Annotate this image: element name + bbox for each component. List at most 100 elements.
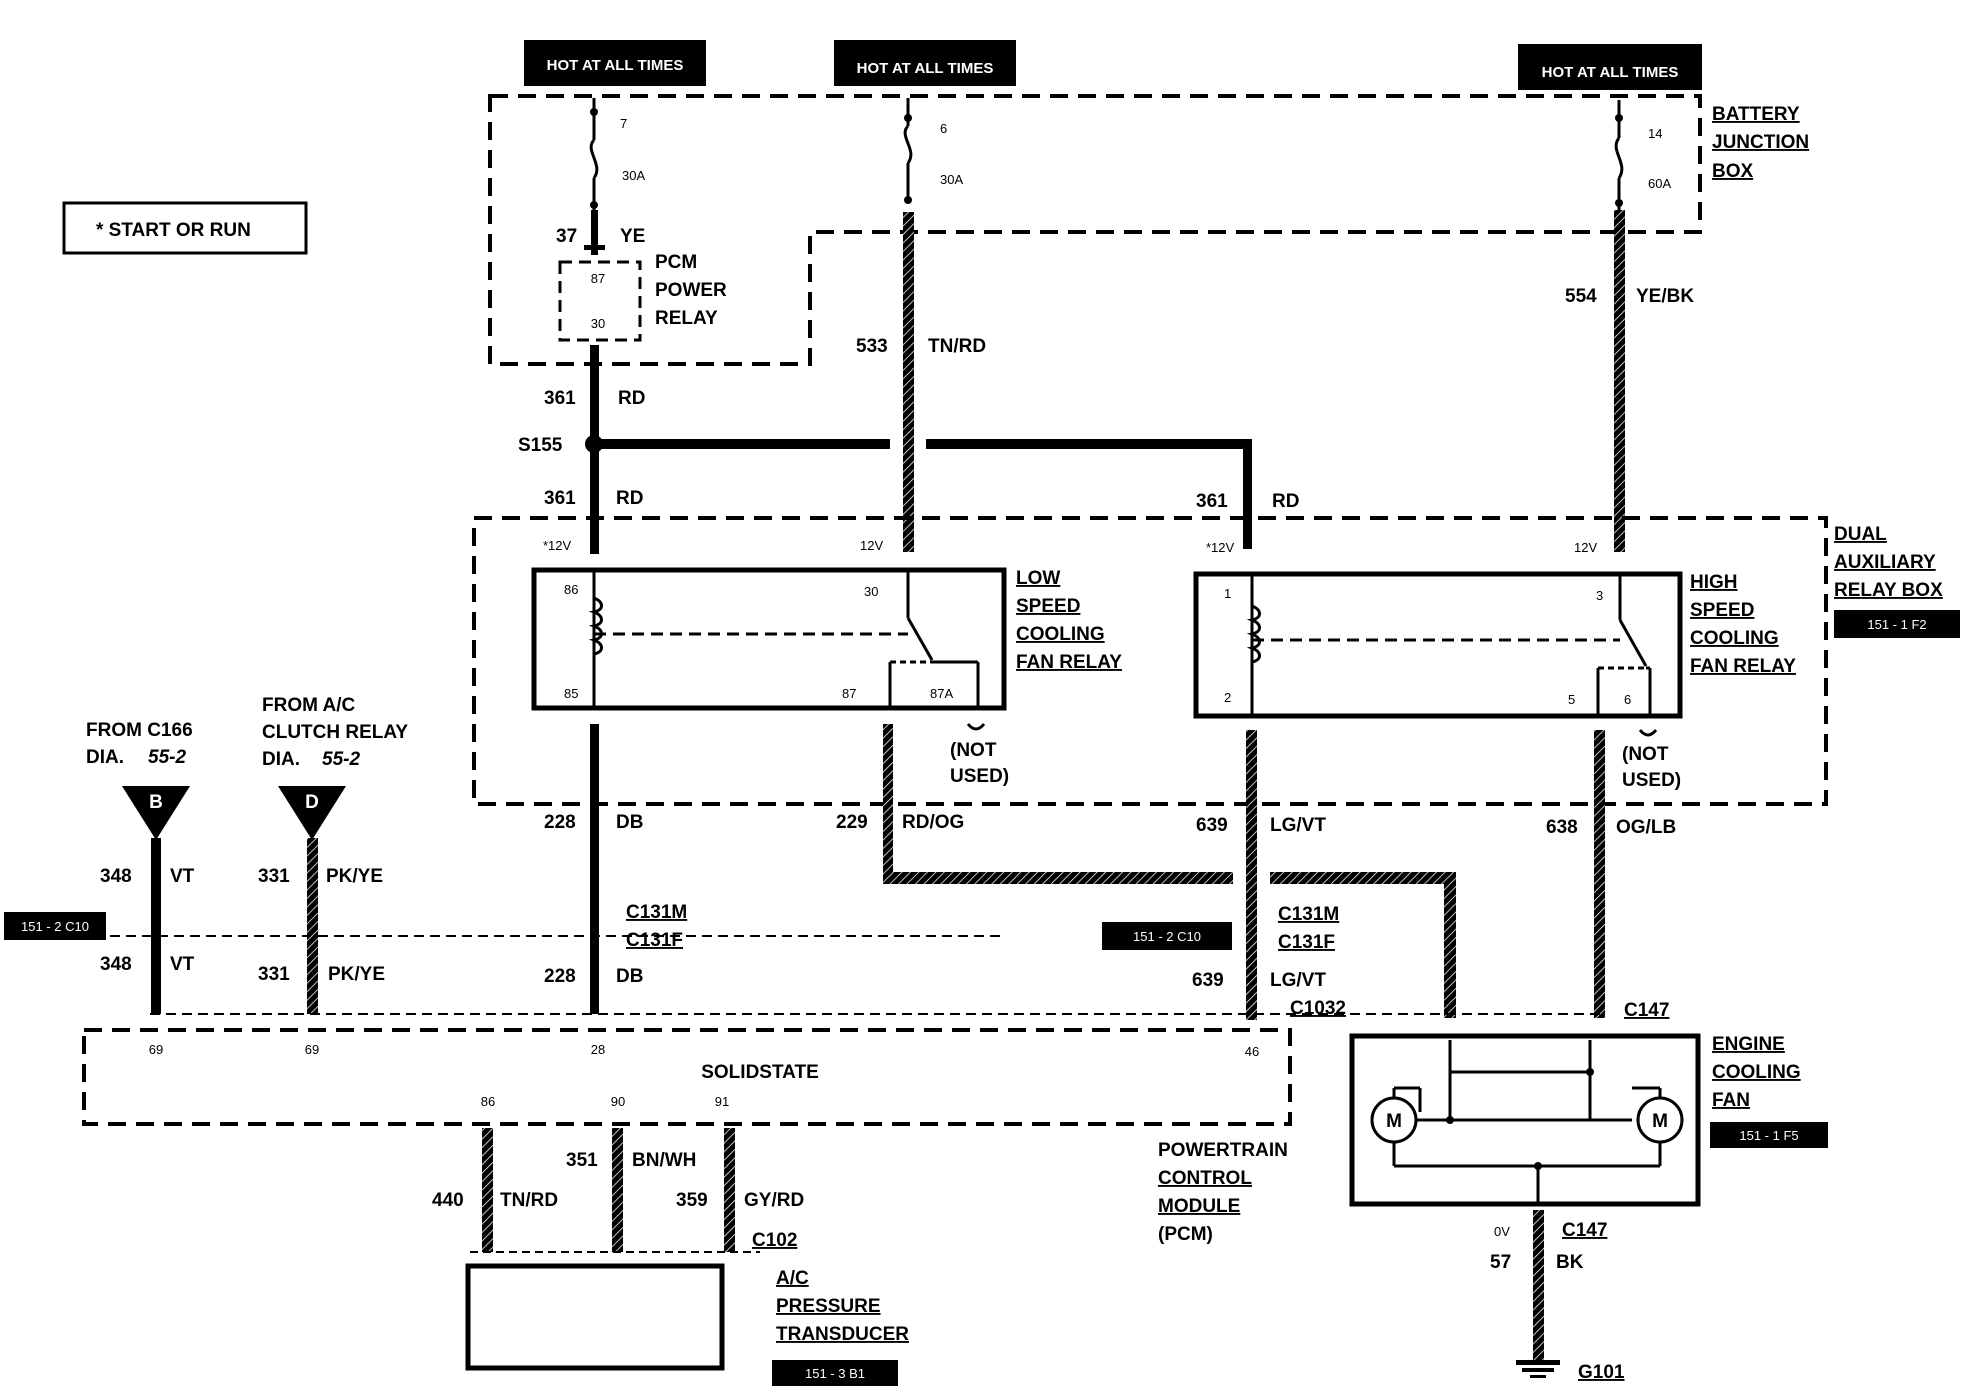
fuse-6-rating: 30A	[940, 172, 963, 187]
wire-639-color-lower: LG/VT	[1270, 970, 1326, 991]
c131f-label: C131F	[626, 930, 683, 951]
wire-359	[724, 1128, 735, 1252]
fan-junction-1	[1446, 1116, 1454, 1124]
from-ac-dia: 55-2	[322, 749, 360, 770]
wire-351-num: 351	[566, 1150, 598, 1171]
ref-c10-left-box	[4, 912, 106, 940]
ground-symbol	[1516, 1360, 1560, 1378]
wire-37-color: YE	[620, 226, 645, 247]
low-speed-relay-box	[531, 567, 1007, 711]
ac-pressure-transducer-box	[465, 1263, 725, 1371]
low-relay-pin-86: 86	[564, 582, 578, 597]
c131m-label-right: C131M	[1278, 904, 1339, 925]
fan-motor-right-label: M	[1652, 1111, 1668, 1132]
wire-331	[307, 838, 318, 1014]
fuse-symbols	[589, 98, 1624, 212]
wire-554-color: YE/BK	[1636, 286, 1694, 307]
wire-361-upper	[590, 345, 599, 445]
wire-57-num: 57	[1490, 1252, 1511, 1273]
ref-c10-left: 151 - 2 C10	[21, 919, 89, 934]
wire-228-color-lower: DB	[616, 966, 643, 987]
wire-533-num: 533	[856, 336, 888, 357]
high-relay-pin-1: 1	[1224, 586, 1231, 601]
pcm-pin-86: 86	[481, 1094, 495, 1109]
pcm-relay-label-1: PCM	[655, 252, 697, 273]
wire-361-color-right: RD	[1272, 491, 1299, 512]
fuse-7-number: 7	[620, 116, 627, 131]
wire-229-color: RD/OG	[902, 812, 964, 833]
pcm-name-2: CONTROL	[1158, 1168, 1252, 1189]
hot-label-box-1	[524, 40, 706, 86]
legend-text: * START OR RUN	[96, 220, 251, 241]
wire-331-num-lower: 331	[258, 964, 290, 985]
wire-331-color-upper: PK/YE	[326, 866, 383, 887]
wire-228-color-upper: DB	[616, 812, 643, 833]
high-relay-label-2: SPEED	[1690, 600, 1754, 621]
pcm-box-outline	[82, 1028, 1292, 1126]
low-relay-internals	[588, 572, 980, 706]
low-relay-label-1: LOW	[1016, 568, 1060, 589]
fan-label-2: COOLING	[1712, 1062, 1801, 1083]
bjb-label-1: BATTERY	[1712, 104, 1800, 125]
marker-d-triangle	[278, 786, 346, 840]
battery-junction-box-outline	[488, 94, 1702, 366]
low-relay-v2: 12V	[860, 538, 883, 553]
high-relay-not-used-stub	[1638, 729, 1658, 737]
wire-639-num-lower: 639	[1192, 970, 1224, 991]
wire-554	[1614, 210, 1625, 552]
dual-aux-label-1: DUAL	[1834, 524, 1887, 545]
c102-label: C102	[752, 1230, 797, 1251]
wire-361-num-right: 361	[1196, 491, 1228, 512]
pcm-pin-28: 28	[591, 1042, 605, 1057]
wire-229-vertical	[883, 724, 893, 884]
wire-639-color-upper: LG/VT	[1270, 815, 1326, 836]
low-relay-pin-87: 87	[842, 686, 856, 701]
fan-motor-left-label: M	[1386, 1111, 1402, 1132]
low-relay-v1: *12V	[543, 538, 572, 553]
wire-348-color-upper: VT	[170, 866, 195, 887]
high-relay-not-used-1: (NOT	[1622, 744, 1669, 765]
c147-label-bottom: C147	[1562, 1220, 1607, 1241]
c131f-label-right: C131F	[1278, 932, 1335, 953]
wire-359-color: GY/RD	[744, 1190, 804, 1211]
wire-348-num-lower: 348	[100, 954, 132, 975]
wire-351-color: BN/WH	[632, 1150, 696, 1171]
wire-533	[903, 212, 914, 552]
wire-331-color-lower: PK/YE	[328, 964, 385, 985]
low-relay-pin-85: 85	[564, 686, 578, 701]
wire-229-horizontal-b	[1270, 872, 1456, 884]
low-relay-not-used-stub	[966, 723, 986, 731]
wire-639	[1246, 730, 1257, 1020]
fan-junction-3	[1534, 1162, 1542, 1170]
wire-440-num: 440	[432, 1190, 464, 1211]
wire-228	[590, 724, 599, 1014]
wire-348-color-lower: VT	[170, 954, 195, 975]
low-relay-label-3: COOLING	[1016, 624, 1105, 645]
wire-361-horizontal-b	[926, 439, 1252, 449]
from-c166-label-2: DIA.	[86, 747, 124, 768]
wire-228-num-upper: 228	[544, 812, 576, 833]
hot-label-box-3	[1518, 44, 1702, 90]
wire-361-num-lower: 361	[544, 488, 576, 509]
from-c166-dia: 55-2	[148, 747, 186, 768]
legend-box	[62, 201, 308, 255]
dual-aux-ref-box	[1834, 610, 1960, 638]
fan-junction-2	[1586, 1068, 1594, 1076]
marker-d: D	[305, 792, 319, 813]
wire-229-to-fan	[1444, 872, 1456, 1018]
wire-351	[612, 1128, 623, 1252]
c1032-label: C1032	[1290, 998, 1346, 1019]
from-c166-label-1: FROM C166	[86, 720, 193, 741]
pcm-relay-pin-87: 87	[591, 271, 605, 286]
pcm-relay-label-2: POWER	[655, 280, 727, 301]
hot-label-2: HOT AT ALL TIMES	[857, 60, 994, 77]
transducer-label-3: TRANSDUCER	[776, 1324, 909, 1345]
fuse-7-rating: 30A	[622, 168, 645, 183]
wire-440-color: TN/RD	[500, 1190, 558, 1211]
wire-361-color-upper: RD	[618, 388, 645, 409]
low-relay-pin-30: 30	[864, 584, 878, 599]
high-relay-pin-5: 5	[1568, 692, 1575, 707]
ref-c10-right-box	[1102, 922, 1232, 950]
from-ac-label-3: DIA.	[262, 749, 300, 770]
